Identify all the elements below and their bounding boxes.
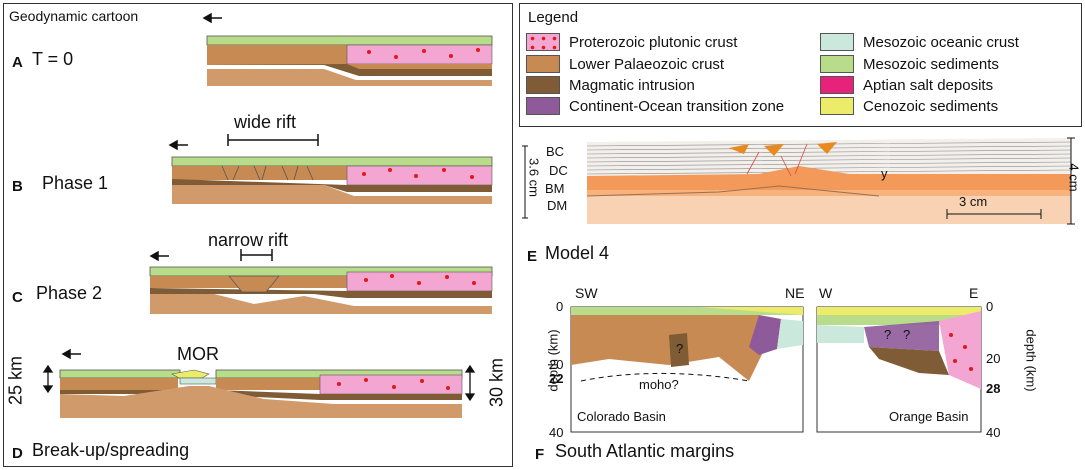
section-d xyxy=(42,364,476,418)
legend-label: Proterozoic plutonic crust xyxy=(569,33,738,51)
cartoon-title: Geodynamic cartoon xyxy=(9,8,139,24)
legend-item: Cenozoic sediments xyxy=(820,97,998,115)
label-e-text: Model 4 xyxy=(545,243,610,263)
30km-label: 30 km xyxy=(486,357,507,408)
legend-swatch xyxy=(526,97,560,115)
geodynamic-cartoon-panel: Geodynamic cartoon A T = 0 B Phase 1 wid… xyxy=(3,3,513,467)
label-c: C xyxy=(12,289,23,306)
label-ne: NE xyxy=(785,285,805,301)
legend-item: Continent-Ocean transition zone xyxy=(526,97,784,115)
tick-l-0: 0 xyxy=(556,299,564,314)
legend-swatch xyxy=(820,76,854,94)
depth-label-right: depth (km) xyxy=(1023,329,1039,392)
question-mark-orange-1: ? xyxy=(884,327,892,342)
margins-panel: SW NE W E depth (km) depth (km) 0 20 22 … xyxy=(519,285,1082,470)
colorado-basin-label: Colorado Basin xyxy=(577,409,666,424)
tick-l-22: 22 xyxy=(549,371,564,386)
label-e: E xyxy=(527,248,538,265)
tick-r-28: 28 xyxy=(986,381,1001,396)
legend-swatch xyxy=(820,33,854,51)
legend-title: Legend xyxy=(528,9,579,26)
label-f: F xyxy=(535,446,545,463)
tick-r-0: 0 xyxy=(986,299,994,314)
legend-swatch xyxy=(820,97,854,115)
question-mark-colorado: ? xyxy=(676,341,684,356)
label-f-text: South Atlantic margins xyxy=(555,441,735,461)
model-y: y xyxy=(881,166,888,181)
label-e-dir: E xyxy=(969,285,979,301)
mor-label: MOR xyxy=(177,344,219,364)
model-bm: BM xyxy=(545,181,565,196)
legend-item: Mesozoic oceanic crust xyxy=(820,33,1019,51)
section-a xyxy=(206,35,493,86)
legend-item: Proterozoic plutonic crust xyxy=(526,33,737,51)
model-height-right: 4 cm xyxy=(1066,163,1082,192)
legend-swatch xyxy=(820,55,854,73)
legend-item: Lower Palaeozoic crust xyxy=(526,55,724,73)
tick-l-20: 20 xyxy=(549,357,564,372)
legend-swatch xyxy=(526,76,560,94)
model-dc: DC xyxy=(549,163,568,178)
legend-label: Magmatic intrusion xyxy=(569,76,695,94)
model-panel: 3.6 cm BC DC BM DM y 3 cm 4 cm E Model 4 xyxy=(519,130,1082,280)
margins-drawing xyxy=(570,306,982,433)
legend-label: Continent-Ocean transition zone xyxy=(569,97,785,115)
label-w: W xyxy=(819,285,833,301)
label-a-text: T = 0 xyxy=(32,49,74,69)
label-b-text: Phase 1 xyxy=(42,173,109,193)
tick-l-40: 40 xyxy=(549,425,564,440)
section-b xyxy=(171,134,493,204)
model-drawing xyxy=(522,137,1075,225)
moho-label: moho? xyxy=(639,377,679,392)
legend-label: Aptian salt deposits xyxy=(863,76,994,94)
cartoon-drawing xyxy=(42,12,493,418)
model-bc: BC xyxy=(546,144,565,159)
legend-label: Lower Palaeozoic crust xyxy=(569,55,725,73)
label-a: A xyxy=(12,54,23,71)
legend-swatch xyxy=(526,55,560,73)
model-dm: DM xyxy=(547,198,568,213)
label-d: D xyxy=(12,445,23,462)
arrow-icon xyxy=(61,12,222,360)
plutonic-dots xyxy=(337,48,480,390)
tick-r-20: 20 xyxy=(986,351,1001,366)
question-mark-orange-2: ? xyxy=(903,327,911,342)
legend-swatch xyxy=(526,33,560,51)
legend-item: Magmatic intrusion xyxy=(526,76,695,94)
orange-basin-label: Orange Basin xyxy=(889,409,969,424)
legend-label: Mesozoic sediments xyxy=(863,55,999,73)
legend-label: Mesozoic oceanic crust xyxy=(863,33,1019,51)
25km-label: 25 km xyxy=(5,355,26,406)
section-c xyxy=(149,249,493,314)
narrow-rift-label: narrow rift xyxy=(208,230,289,250)
label-b: B xyxy=(12,178,23,195)
model-height-left: 3.6 cm xyxy=(526,157,542,197)
label-c-text: Phase 2 xyxy=(36,283,103,303)
tick-r-40: 40 xyxy=(986,425,1001,440)
label-d-text: Break-up/spreading xyxy=(32,440,190,460)
legend-item: Aptian salt deposits xyxy=(820,76,993,94)
model-scale: 3 cm xyxy=(959,194,988,209)
legend-label: Cenozoic sediments xyxy=(863,97,999,115)
wide-rift-label: wide rift xyxy=(234,112,297,132)
label-sw: SW xyxy=(575,285,598,301)
legend-item: Mesozoic sediments xyxy=(820,55,999,73)
